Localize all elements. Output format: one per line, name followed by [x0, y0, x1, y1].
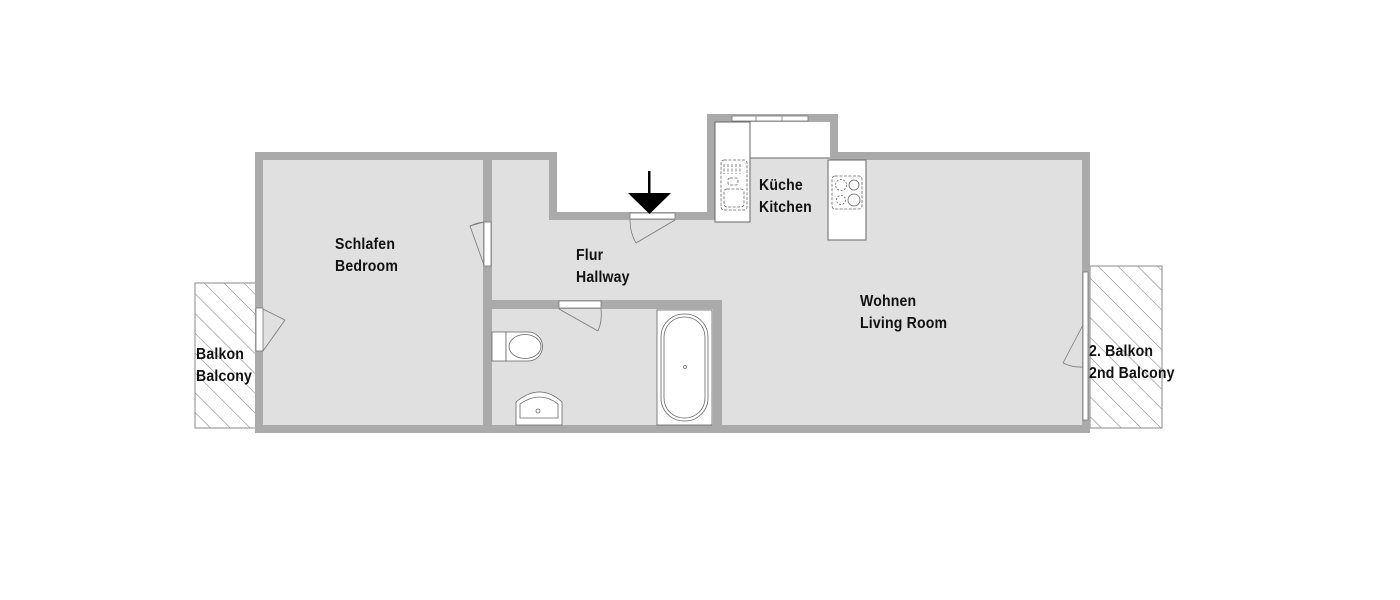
balcony-left [194, 282, 258, 429]
room-label-de: Flur [576, 247, 604, 264]
room-label-kitchen: Küche Kitchen [759, 175, 812, 219]
doors [255, 212, 1089, 421]
kitchen-stove-icon [831, 175, 863, 210]
room-label-en: Kitchen [759, 199, 812, 216]
room-label-en: 2nd Balcony [1089, 365, 1175, 382]
bedroom-floor [263, 160, 483, 425]
toilet-icon [491, 331, 543, 362]
room-label-en: Hallway [576, 269, 630, 286]
room-label-living: Wohnen Living Room [860, 291, 947, 335]
room-label-hallway: Flur Hallway [576, 245, 630, 289]
bathtub-icon [656, 309, 713, 426]
entrance-arrow-icon [628, 171, 671, 214]
room-label-de: Schlafen [335, 236, 396, 253]
kitchen-sink-icon [720, 159, 748, 211]
kitchen-window [731, 115, 809, 122]
room-label-de: Küche [759, 177, 803, 194]
room-label-de: Wohnen [860, 293, 917, 310]
room-label-en: Living Room [860, 315, 948, 332]
room-label-balcony: Balkon Balcony [196, 344, 252, 388]
room-label-de: 2. Balkon [1089, 343, 1154, 360]
balcony-right [1089, 265, 1163, 429]
room-label-balcony2: 2. Balkon 2nd Balcony [1089, 341, 1175, 385]
washbasin-icon [515, 391, 563, 426]
room-label-en: Bedroom [335, 258, 399, 275]
room-label-bedroom: Schlafen Bedroom [335, 234, 398, 278]
room-label-de: Balkon [196, 346, 245, 363]
room-label-en: Balcony [196, 368, 253, 385]
hallway-living-floor [492, 160, 1082, 425]
